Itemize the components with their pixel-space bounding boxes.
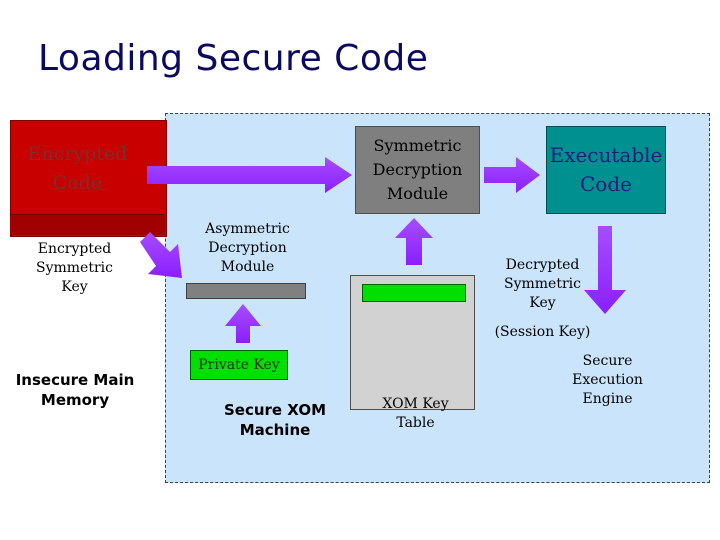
executable-code-box: Executable Code: [546, 126, 666, 214]
slide-title: Loading Secure Code: [38, 38, 429, 79]
decrypted-key-slot: [362, 284, 466, 302]
insecure-main-memory-label: Insecure Main Memory: [15, 371, 135, 409]
session-key-label: (Session Key): [494, 324, 591, 340]
arrow-key-table-up-to-sym-module: [395, 218, 433, 265]
asymmetric-decryption-module-bar: [186, 283, 306, 299]
symmetric-decryption-module: Symmetric Decryption Module: [355, 126, 480, 214]
arrow-encrypted-code-to-sym-module: [147, 157, 352, 193]
arrow-exec-code-to-engine-down: [584, 226, 626, 314]
asymmetric-decryption-module-label: Asymmetric Decryption Module: [205, 221, 290, 275]
private-key-label: Private Key: [198, 357, 280, 373]
arrow-sym-module-to-executable-code: [484, 157, 540, 193]
private-key-box: Private Key: [190, 350, 288, 380]
decrypted-symmetric-key-label: Decrypted Symmetric Key: [504, 257, 581, 311]
encrypted-symmetric-key-label: Encrypted Symmetric Key: [36, 241, 113, 295]
encrypted-code-label: Encrypted Code: [27, 143, 128, 194]
secure-execution-engine-label: Secure Execution Engine: [572, 353, 643, 407]
xom-key-table-label: XOM Key Table: [382, 396, 449, 431]
arrow-private-key-up-to-asym-module: [225, 304, 261, 343]
executable-code-label: Executable Code: [549, 143, 663, 196]
secure-xom-machine-label: Secure XOM Machine: [223, 401, 327, 439]
encrypted-code-box-base: [10, 214, 165, 235]
symmetric-decryption-module-label: Symmetric Decryption Module: [372, 136, 463, 203]
arrow-key-to-asym-module: [140, 232, 182, 278]
